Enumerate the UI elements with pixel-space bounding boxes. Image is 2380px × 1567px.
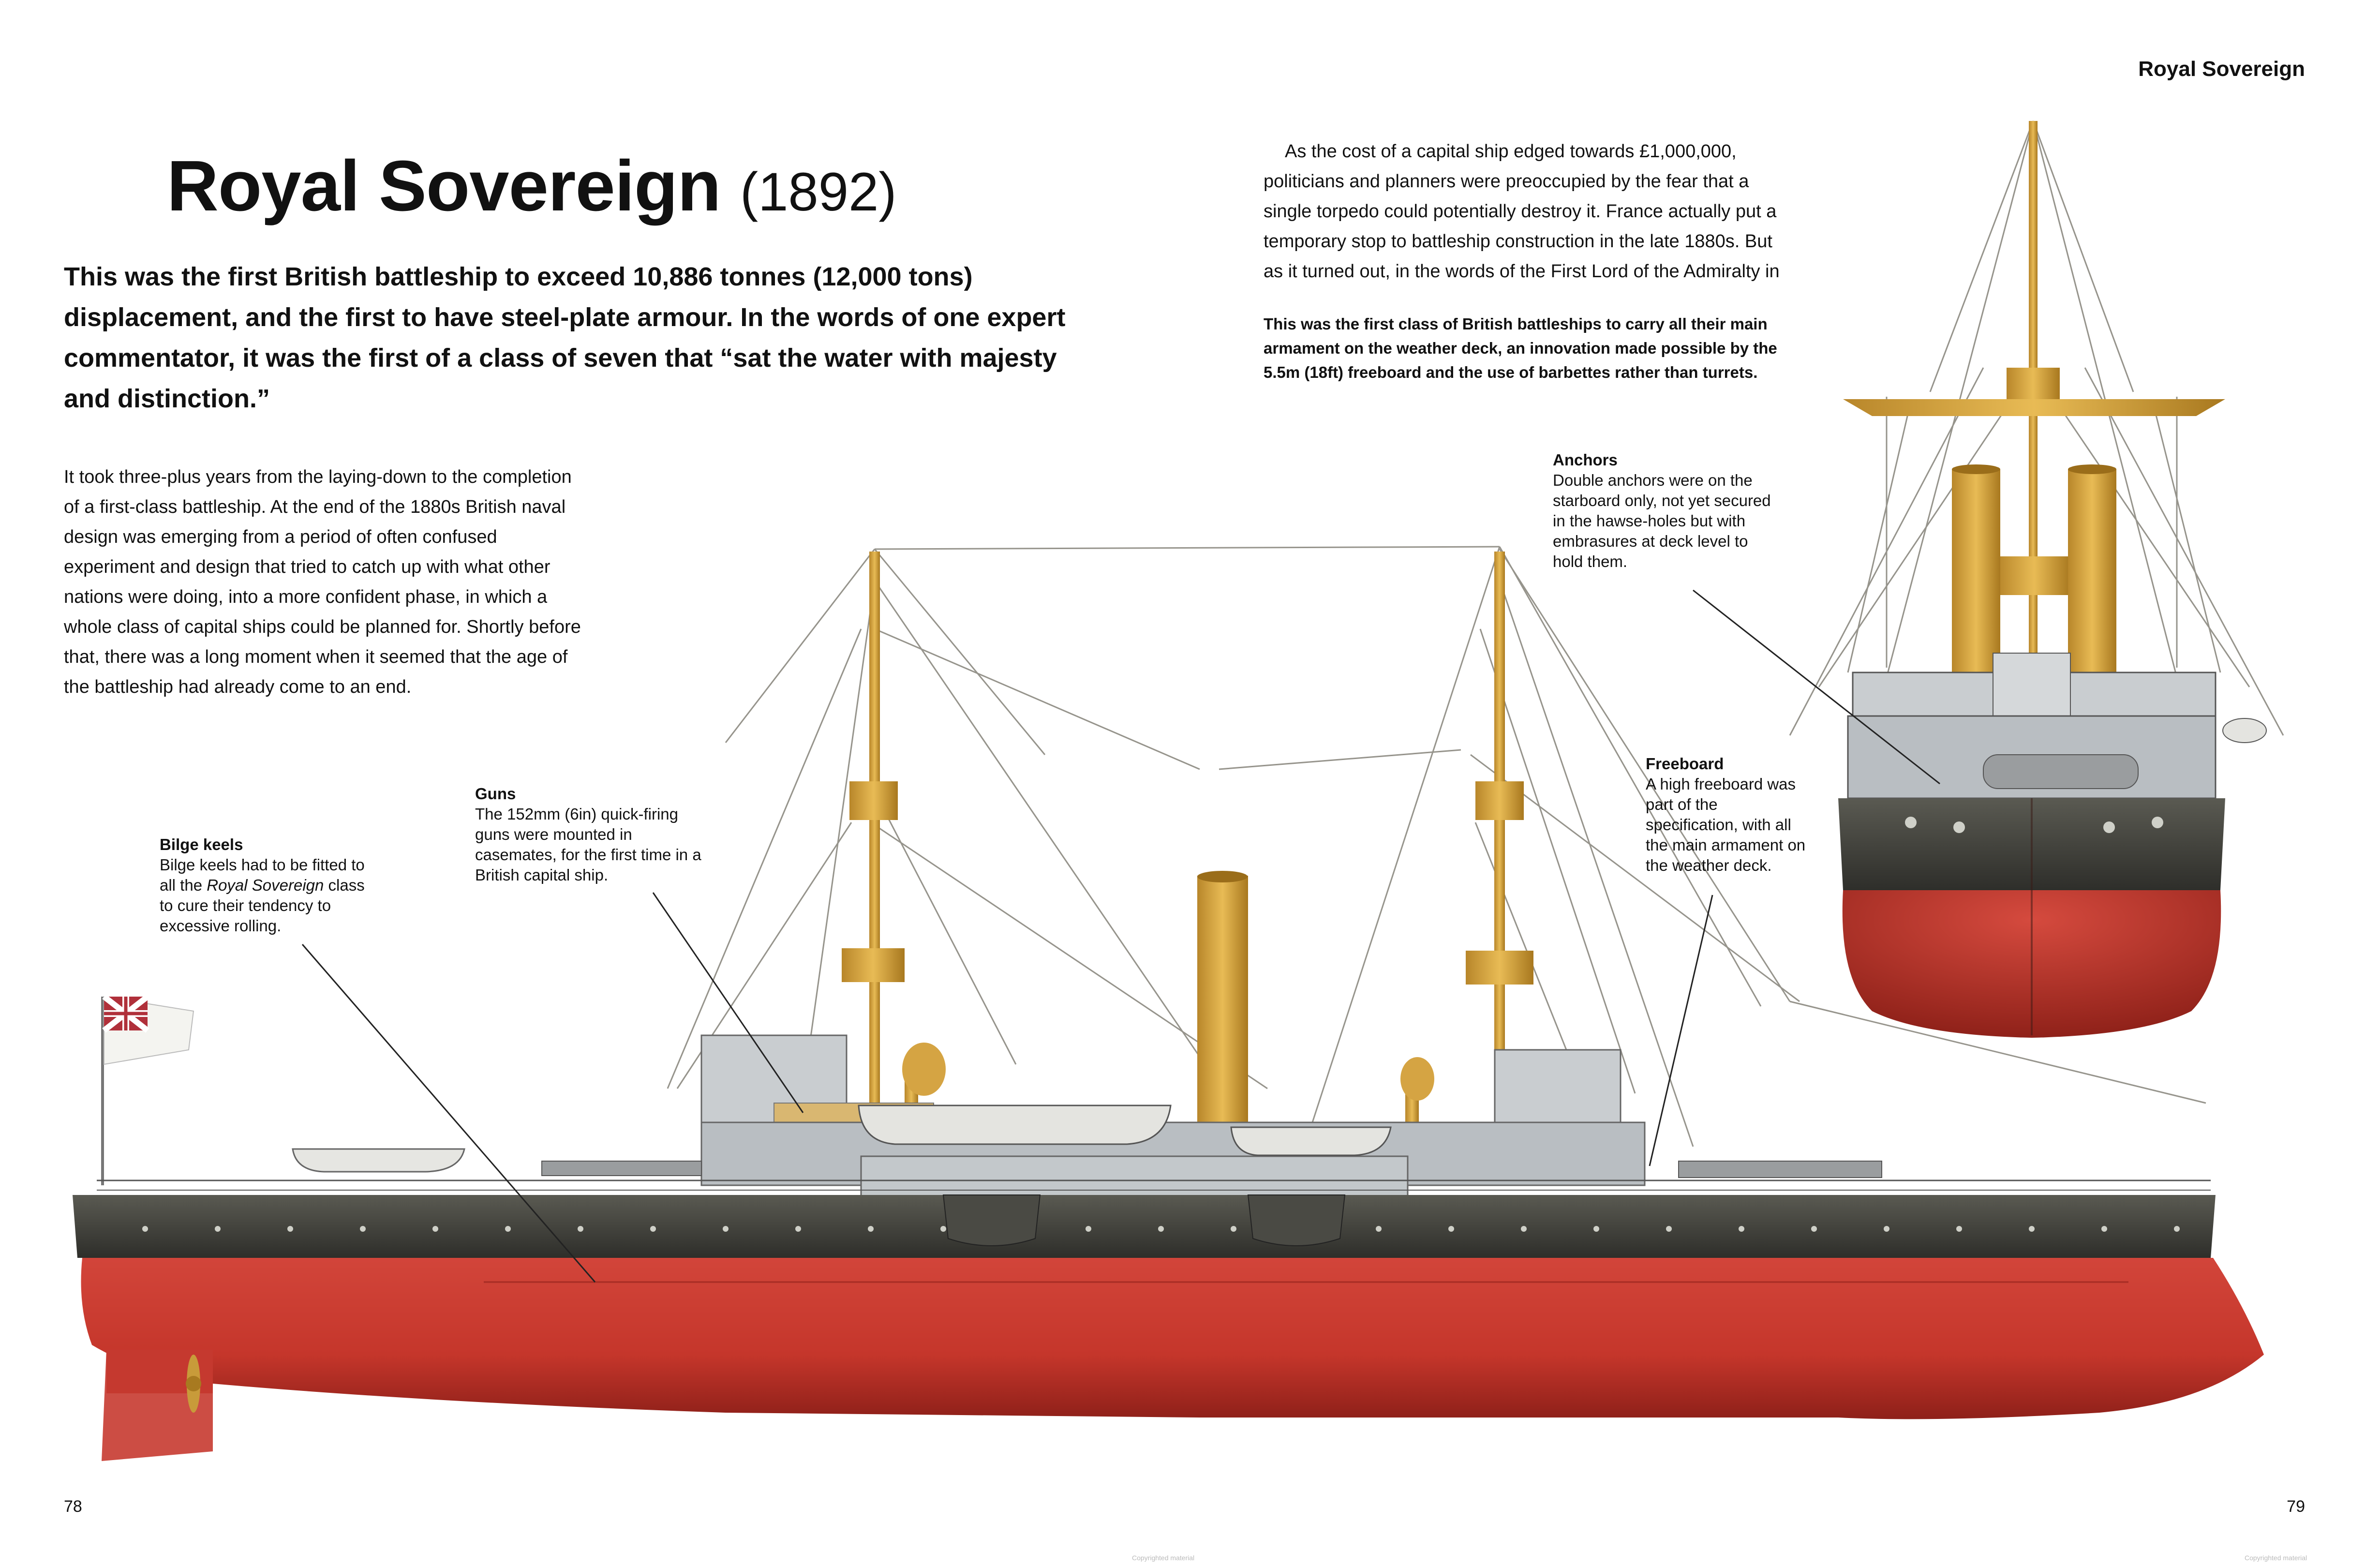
page-number-right: 79	[2287, 1497, 2305, 1516]
body-text-left: It took three-plus years from the laying…	[64, 467, 581, 697]
callout-title: Freeboard	[1646, 755, 1724, 773]
title-name: Royal Sovereign	[167, 146, 721, 226]
running-head: Royal Sovereign	[2138, 57, 2305, 81]
callout-title: Guns	[475, 785, 516, 803]
callout-freeboard: Freeboard A high freeboard was part of th…	[1646, 754, 1810, 876]
callout-text: A high freeboard was part of the specifi…	[1646, 775, 1806, 874]
callout-title: Bilge keels	[160, 836, 243, 853]
callout-text: The 152mm (6in) quick-firing guns were m…	[475, 805, 701, 884]
page-number-left: 78	[64, 1497, 82, 1516]
body-text-right: As the cost of a capital ship edged towa…	[1264, 141, 1780, 282]
copyright-notice-right: Copyrighted material	[2245, 1554, 2307, 1562]
standfirst: This was the first British battleship to…	[64, 262, 1066, 413]
title-year: (1892)	[740, 162, 897, 222]
main-caption: This was the first class of British batt…	[1264, 315, 1777, 381]
callout-text-italic: Royal Sovereign	[207, 876, 324, 894]
bow-view-ship	[1789, 120, 2284, 1038]
callout-text: Bilge keels had to be fitted to all the	[160, 856, 365, 894]
side-profile-ship	[73, 546, 2264, 1461]
copyright-notice-left: Copyrighted material	[1132, 1554, 1195, 1562]
callout-leaders	[301, 589, 1940, 1283]
callout-text: Double anchors were on the starboard onl…	[1553, 471, 1771, 570]
callout-title: Anchors	[1553, 451, 1618, 469]
page-title: Royal Sovereign (1892)	[167, 145, 897, 227]
callout-text: class to cure their tendency to excessiv…	[160, 876, 365, 935]
